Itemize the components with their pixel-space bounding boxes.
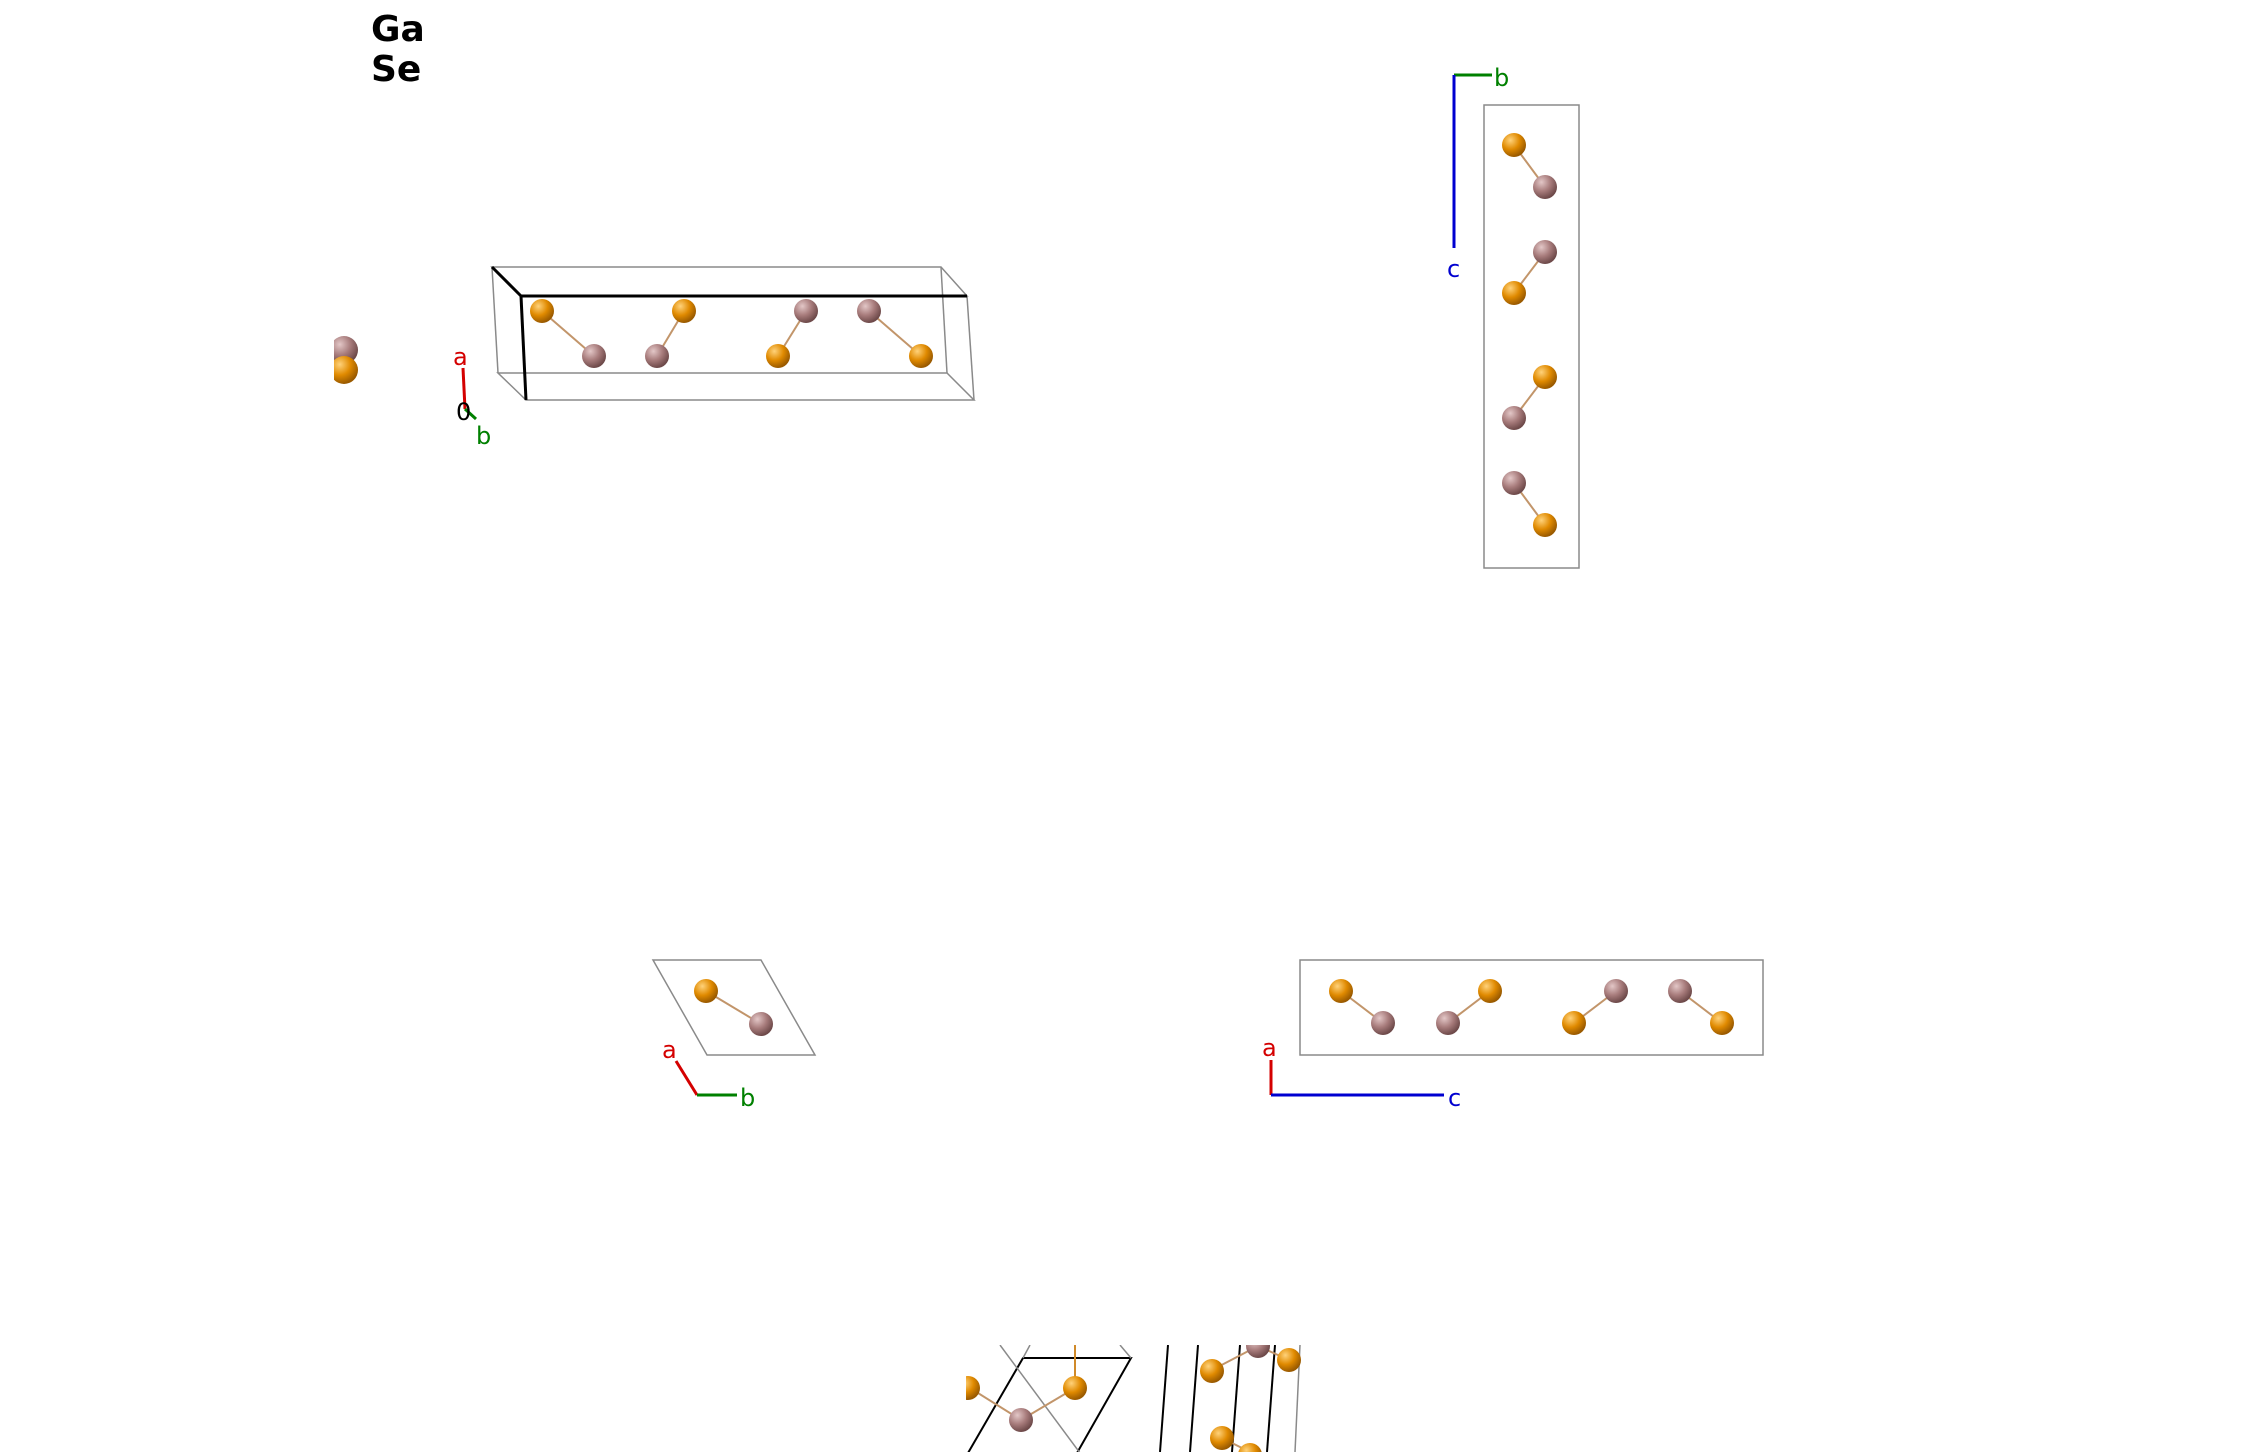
ga-atom xyxy=(1533,513,1557,537)
unit-cell xyxy=(1483,104,1580,569)
inset-hexagonal-view xyxy=(966,1345,1133,1452)
ga-atom xyxy=(1277,1348,1301,1372)
se-atom xyxy=(1246,1345,1270,1358)
view-along-c: a b xyxy=(651,959,817,1112)
ga-atom xyxy=(909,344,933,368)
axis-label-a: a xyxy=(662,1036,677,1064)
view-along-b: a c xyxy=(1262,959,1764,1112)
ga-atom xyxy=(694,979,718,1003)
unit-cell xyxy=(1299,959,1764,1056)
bonds xyxy=(1513,144,1546,526)
se-atom xyxy=(1436,1011,1460,1035)
se-atom xyxy=(1533,175,1557,199)
axis-label-c: c xyxy=(1448,1084,1461,1112)
axis-indicator: a 0 b xyxy=(453,343,491,450)
atoms-clipped-edge xyxy=(334,336,358,384)
ga-atom xyxy=(1502,133,1526,157)
axis-label-b: b xyxy=(740,1084,755,1112)
ga-atom xyxy=(1210,1426,1234,1450)
ga-atom xyxy=(1502,281,1526,305)
legend-item-ga: Ga xyxy=(371,9,425,50)
se-atom xyxy=(645,344,669,368)
ga-atom xyxy=(1562,1011,1586,1035)
view-perspective: a 0 b xyxy=(334,265,976,450)
se-atom xyxy=(794,299,818,323)
atoms xyxy=(530,299,933,368)
axis-label-c: c xyxy=(1447,255,1460,283)
axis-indicator: a c xyxy=(1262,1034,1461,1112)
unit-cell xyxy=(490,265,976,401)
se-atom xyxy=(1502,406,1526,430)
element-legend: Ga Se xyxy=(371,10,425,90)
atoms xyxy=(1502,133,1557,537)
axis-label-origin: 0 xyxy=(456,398,471,426)
atoms xyxy=(1329,979,1734,1035)
se-atom xyxy=(857,299,881,323)
se-atom xyxy=(1502,471,1526,495)
bonds xyxy=(1340,990,1723,1024)
view-along-a: b c xyxy=(1447,64,1580,569)
ga-atom xyxy=(1063,1376,1087,1400)
ga-atom xyxy=(672,299,696,323)
axis-label-b: b xyxy=(1494,64,1509,92)
ga-atom xyxy=(530,299,554,323)
ga-atom xyxy=(766,344,790,368)
axis-label-a: a xyxy=(453,343,468,371)
se-atom xyxy=(1371,1011,1395,1035)
ga-atom xyxy=(1533,365,1557,389)
se-atom xyxy=(1604,979,1628,1003)
legend-item-se: Se xyxy=(371,49,422,90)
axis-label-b: b xyxy=(476,422,491,450)
ga-atom xyxy=(1329,979,1353,1003)
se-atom xyxy=(582,344,606,368)
se-atom xyxy=(749,1012,773,1036)
se-atom xyxy=(1668,979,1692,1003)
ga-atom xyxy=(966,1376,980,1400)
inset-side-view xyxy=(1159,1345,1301,1452)
axis-indicator: a b xyxy=(662,1036,755,1112)
ga-atom xyxy=(1238,1443,1262,1452)
ga-atom xyxy=(1200,1359,1224,1383)
se-atom xyxy=(1009,1408,1033,1432)
ga-atom xyxy=(334,356,358,384)
se-atom xyxy=(1533,240,1557,264)
axis-indicator: b c xyxy=(1447,64,1509,283)
unit-cell xyxy=(651,959,817,1056)
ga-atom xyxy=(1710,1011,1734,1035)
axis-label-a: a xyxy=(1262,1034,1277,1062)
ga-atom xyxy=(1478,979,1502,1003)
